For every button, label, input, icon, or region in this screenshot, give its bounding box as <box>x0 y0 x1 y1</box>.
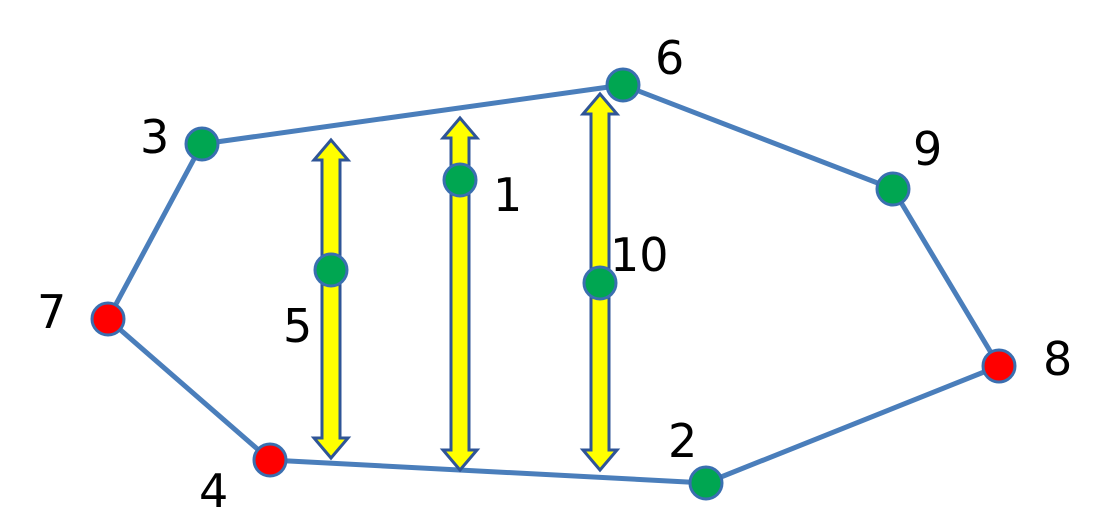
label-node-10: 10 <box>610 228 669 282</box>
arrows-group <box>310 91 621 473</box>
label-node-9: 9 <box>913 122 942 176</box>
nodes-group <box>90 67 1017 501</box>
node-4 <box>252 442 288 478</box>
node-6 <box>605 67 641 103</box>
node-3 <box>184 126 220 162</box>
label-node-8: 8 <box>1043 332 1072 386</box>
label-node-5: 5 <box>283 299 312 353</box>
double-arrow-5 <box>310 137 352 461</box>
node-5 <box>313 252 349 288</box>
polygon-boundary <box>105 82 1002 486</box>
label-node-2: 2 <box>668 414 697 468</box>
node-10 <box>582 265 618 301</box>
node-7 <box>90 301 126 337</box>
labels-group: 3 6 9 8 2 4 7 5 1 10 <box>37 31 1072 518</box>
label-node-3: 3 <box>140 110 169 164</box>
node-8 <box>981 348 1017 384</box>
label-node-1: 1 <box>493 168 522 222</box>
node-1 <box>442 162 478 198</box>
label-node-4: 4 <box>199 464 228 518</box>
label-node-7: 7 <box>37 285 66 339</box>
double-arrow-1 <box>439 115 481 473</box>
node-9 <box>875 171 911 207</box>
node-2 <box>688 465 724 501</box>
label-node-6: 6 <box>655 31 684 85</box>
